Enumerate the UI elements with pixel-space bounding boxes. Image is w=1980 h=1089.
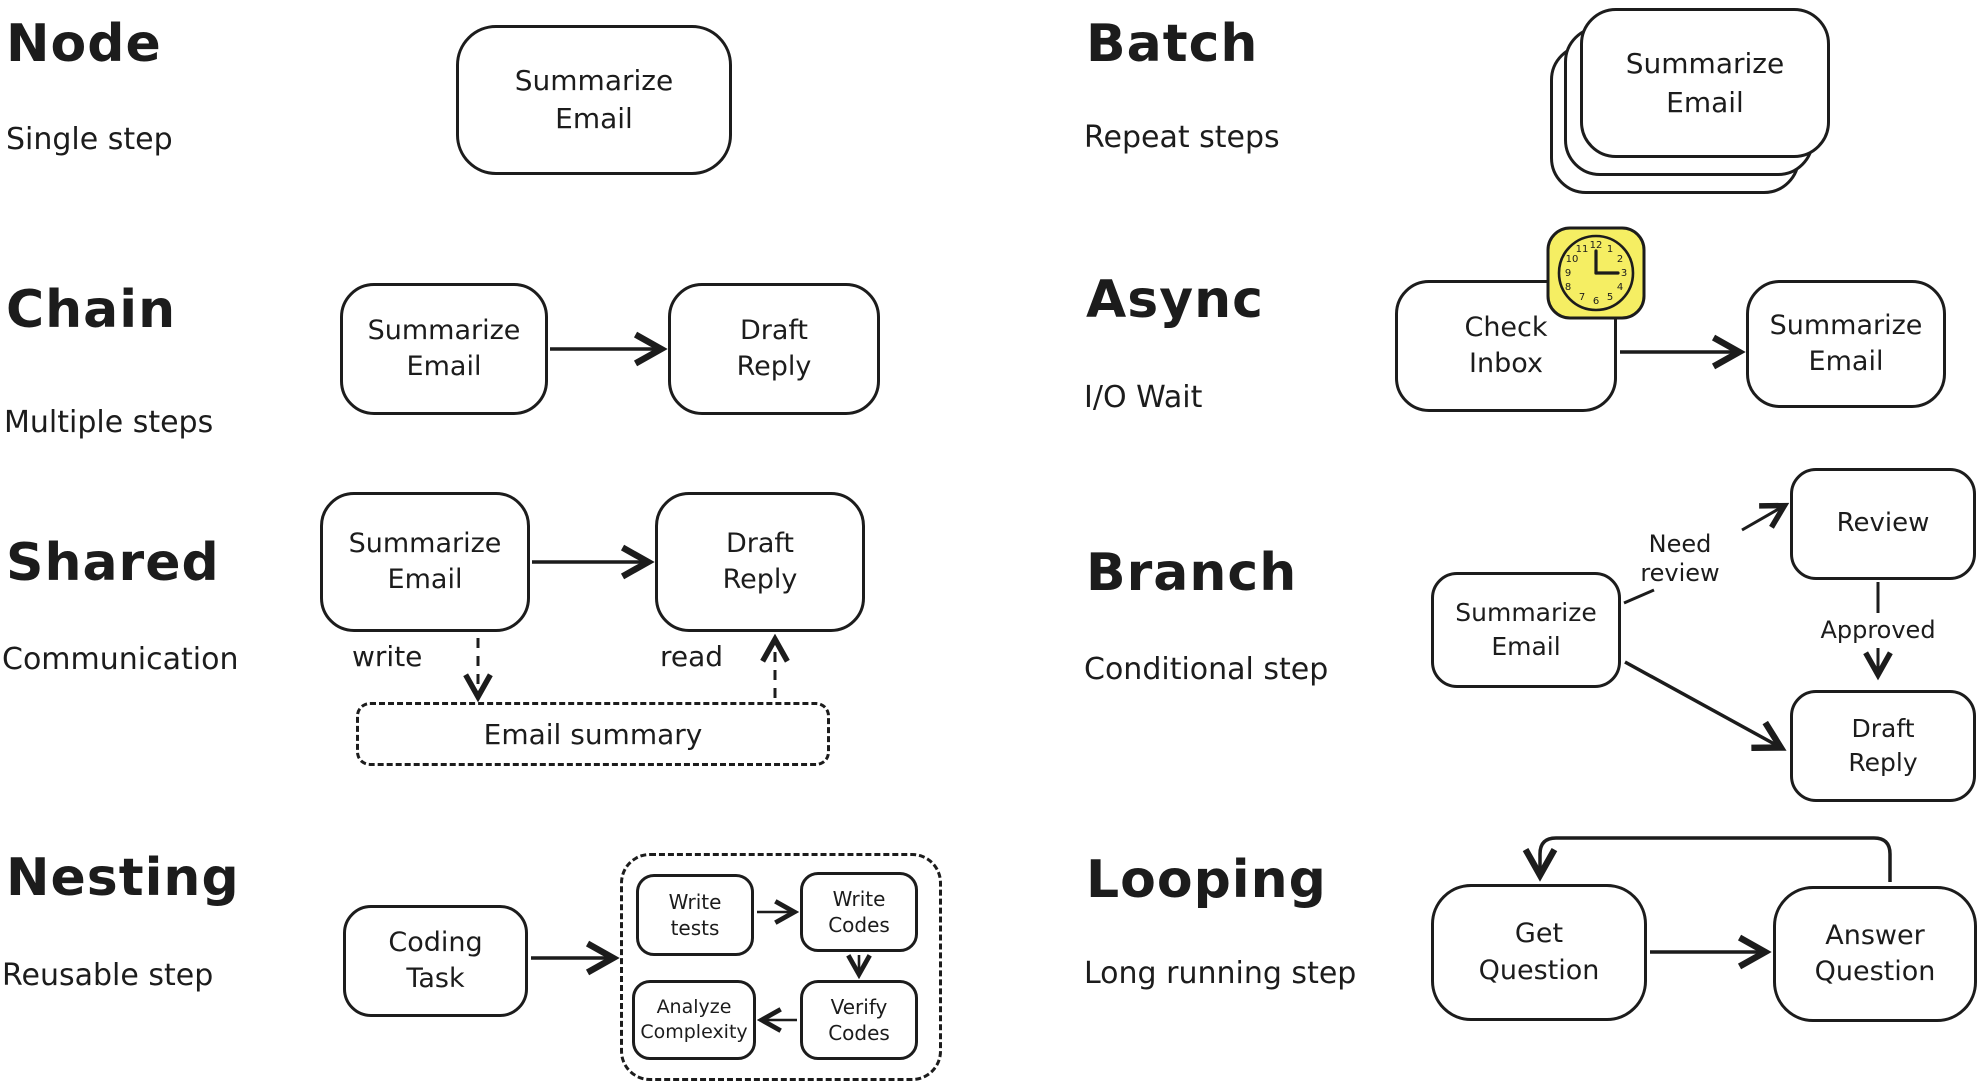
shared-store-email-summary: Email summary — [356, 702, 830, 766]
chain-box-draft-reply: Draft Reply — [668, 283, 880, 415]
branch-box-draft-reply: Draft Reply — [1790, 690, 1976, 802]
looping-box-get-question: Get Question — [1431, 884, 1647, 1021]
async-box-check-inbox: Check Inbox — [1395, 280, 1617, 412]
shared-title: Shared — [6, 533, 220, 593]
looping-box-answer-question: Answer Question — [1773, 886, 1977, 1022]
chain-box-summarize-email: Summarize Email — [340, 283, 548, 415]
branch-box-review: Review — [1790, 468, 1976, 580]
branch-approved-label: Approved — [1820, 616, 1936, 644]
nesting-subtitle: Reusable step — [2, 958, 214, 993]
nesting-box-coding-task: Coding Task — [343, 905, 528, 1017]
node-subtitle: Single step — [6, 122, 173, 157]
clock-numeral-10: 10 — [1566, 254, 1579, 265]
chain-subtitle: Multiple steps — [4, 405, 214, 440]
clock-numeral-1: 1 — [1607, 244, 1613, 255]
chain-title: Chain — [6, 280, 177, 340]
nesting-box-verify-codes: Verify Codes — [800, 980, 918, 1060]
async-title: Async — [1086, 270, 1264, 330]
node-title: Node — [6, 14, 162, 74]
looping-loopback-arrow — [1540, 836, 1892, 882]
nesting-box-write-codes: Write Codes — [800, 872, 918, 952]
clock-numeral-11: 11 — [1576, 244, 1589, 255]
clock-numeral-3: 3 — [1621, 268, 1627, 279]
shared-box-draft-reply: Draft Reply — [655, 492, 865, 632]
node-box-summarize-email: Summarize Email — [456, 25, 732, 175]
branch-title: Branch — [1086, 543, 1298, 603]
clock-numeral-9: 9 — [1565, 268, 1571, 279]
branch-need-review-label: Need review — [1640, 530, 1720, 587]
branch-box-summarize-email: Summarize Email — [1431, 572, 1621, 688]
async-subtitle: I/O Wait — [1084, 380, 1203, 415]
batch-title: Batch — [1086, 14, 1259, 74]
clock-numeral-12: 12 — [1590, 240, 1603, 251]
shared-box-summarize-email: Summarize Email — [320, 492, 530, 632]
clock-numeral-2: 2 — [1617, 254, 1623, 265]
branch-need-review-line-start — [1623, 588, 1655, 605]
looping-subtitle: Long running step — [1084, 956, 1357, 991]
branch-need-review-arrow — [1741, 507, 1782, 532]
looping-title: Looping — [1086, 850, 1327, 910]
async-box-summarize-email: Summarize Email — [1746, 280, 1946, 408]
branch-subtitle: Conditional step — [1084, 652, 1329, 687]
branch-draft-arrow — [1624, 660, 1778, 746]
nesting-box-write-tests: Write tests — [636, 874, 754, 956]
batch-subtitle: Repeat steps — [1084, 120, 1280, 155]
shared-read-label: read — [660, 640, 724, 673]
nesting-title: Nesting — [6, 848, 240, 908]
nesting-box-analyze-complexity: Analyze Complexity — [632, 980, 756, 1060]
shared-write-label: write — [352, 640, 423, 673]
shared-subtitle: Communication — [2, 642, 239, 677]
clock-numeral-4: 4 — [1617, 282, 1623, 293]
batch-card-front-summarize-email: Summarize Email — [1580, 8, 1830, 158]
